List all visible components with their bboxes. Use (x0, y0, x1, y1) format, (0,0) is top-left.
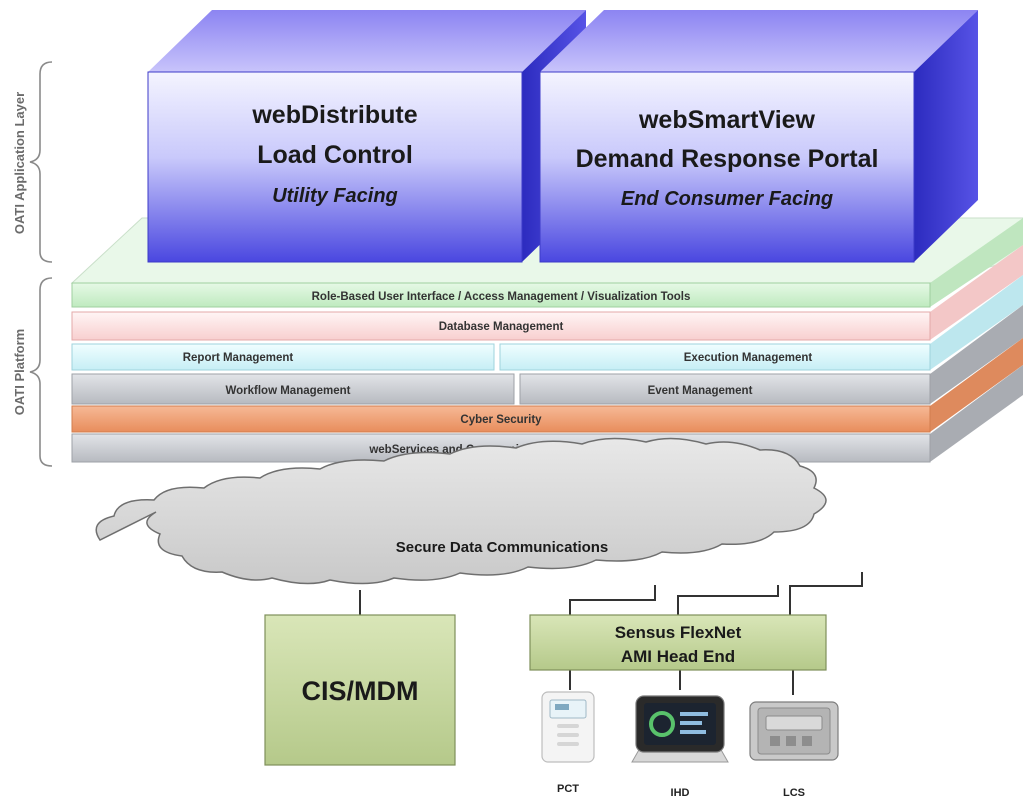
app-box-websmartview: webSmartView Demand Response Portal End … (539, 10, 978, 263)
app-left-audience: Utility Facing (272, 185, 398, 207)
application-layer-label: OATI Application Layer (12, 92, 27, 234)
app-right-audience: End Consumer Facing (621, 188, 833, 210)
layer-report-label: Report Management (183, 352, 294, 364)
platform-bracket (29, 277, 53, 467)
layer-database: Database Management (71, 311, 931, 341)
layer-workflow: Workflow Management (71, 373, 515, 405)
cis-mdm-box: CIS/MDM (264, 614, 456, 766)
app-left-title: webDistribute (251, 101, 417, 129)
layer-workflow-label: Workflow Management (225, 385, 350, 397)
ihd-label: IHD (671, 787, 690, 799)
layer-execution: Execution Management (499, 343, 931, 371)
secure-data-cloud: Secure Data Communications (95, 437, 827, 585)
cloud-system-connectors (359, 572, 863, 695)
cloud-label: Secure Data Communications (396, 539, 609, 556)
pct-device-icon (541, 691, 595, 763)
layer-event-label: Event Management (648, 385, 753, 397)
layer-event: Event Management (519, 373, 931, 405)
lcs-label: LCS (783, 787, 805, 799)
app-right-title: webSmartView (638, 106, 816, 134)
platform-label: OATI Platform (12, 329, 27, 415)
flexnet-line2: AMI Head End (621, 647, 735, 666)
layer-execution-label: Execution Management (684, 352, 813, 364)
ihd-device-icon (631, 695, 729, 763)
pct-label: PCT (557, 783, 579, 795)
application-layer-bracket (29, 61, 53, 263)
layer-cyber-security: Cyber Security (71, 405, 931, 433)
app-left-subtitle: Load Control (257, 141, 413, 169)
layer-role-based: Role-Based User Interface / Access Manag… (71, 282, 931, 308)
app-box-webdistribute: webDistribute Load Control Utility Facin… (147, 10, 586, 263)
layer-database-label: Database Management (439, 321, 564, 333)
layer-report: Report Management (71, 343, 495, 371)
layer-role-based-label: Role-Based User Interface / Access Manag… (312, 291, 691, 303)
lcs-device-icon (749, 701, 839, 761)
layer-cyber-security-label: Cyber Security (460, 414, 542, 426)
flexnet-head-end-box: Sensus FlexNet AMI Head End (529, 614, 827, 671)
platform-side-edges (930, 218, 1023, 462)
app-right-subtitle: Demand Response Portal (576, 145, 879, 173)
flexnet-line1: Sensus FlexNet (615, 623, 742, 642)
cis-mdm-label: CIS/MDM (302, 676, 419, 706)
